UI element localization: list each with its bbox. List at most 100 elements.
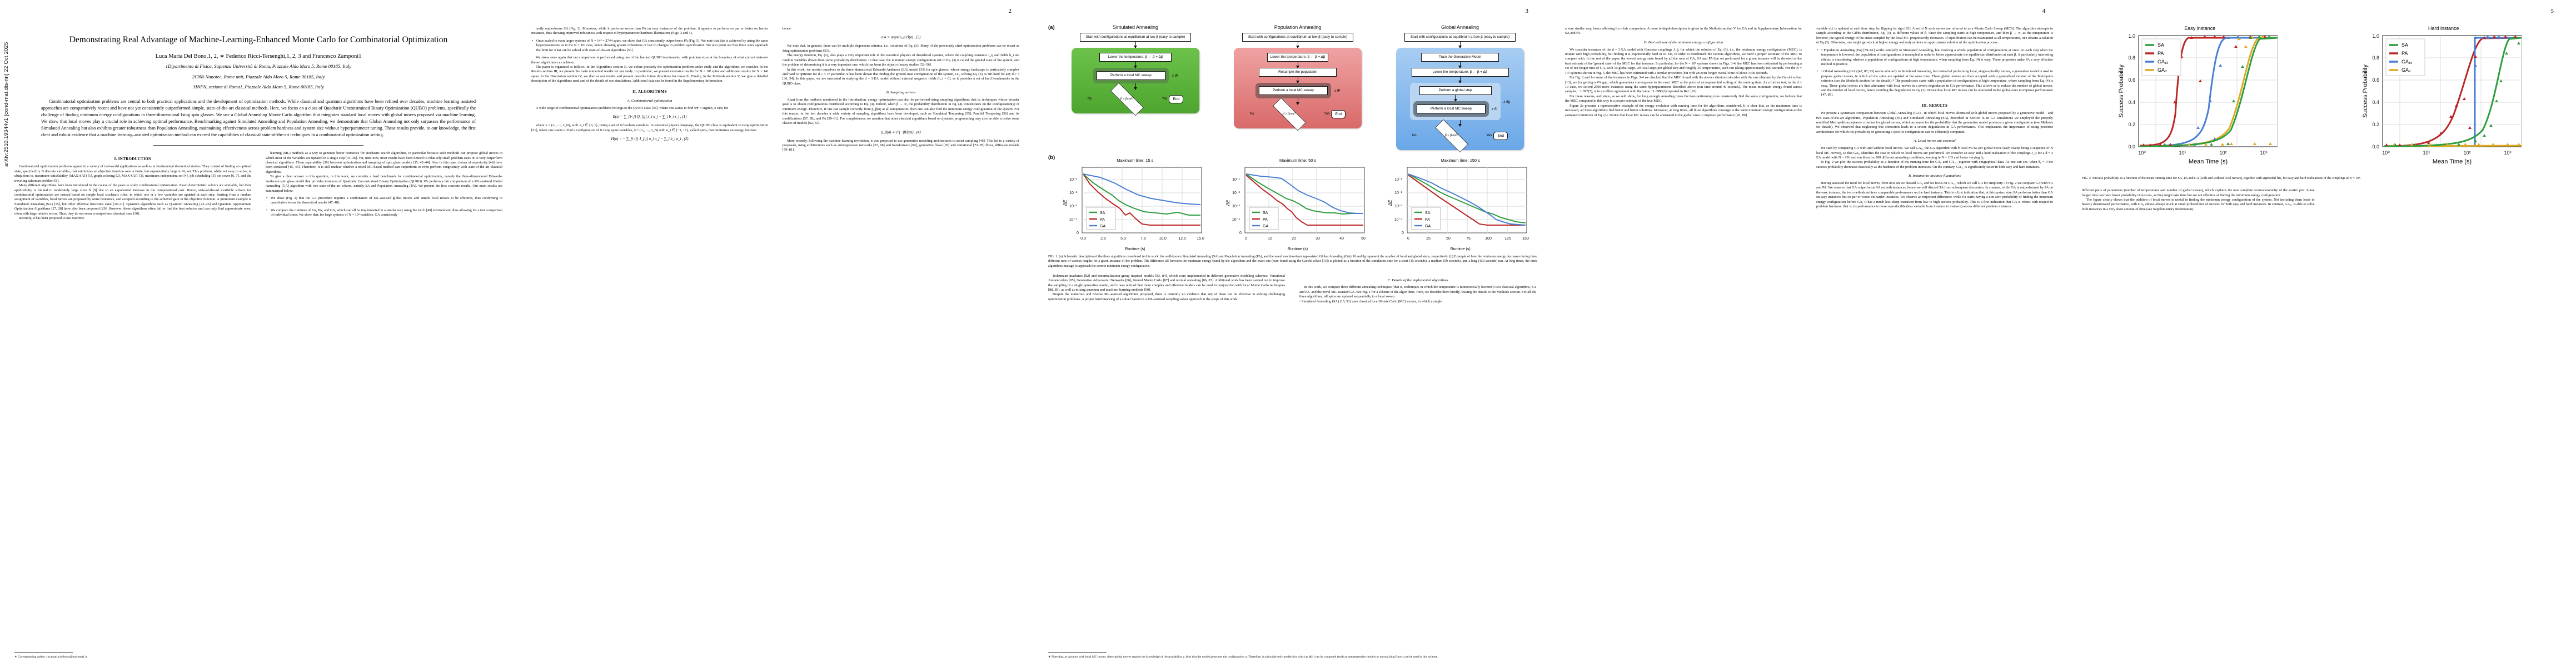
list-item: • Population Annealing (PA) [59–61] work… xyxy=(1817,48,2053,67)
flow-decision: β ≥ βend? xyxy=(1418,119,1485,153)
figure-1-caption: FIG. 1. (a) Schematic description of the… xyxy=(1048,255,1537,268)
flow-inner-loop: Perform a local MC sweep xyxy=(1093,68,1169,84)
paragraph: We present a systematic comparison betwe… xyxy=(1816,111,2053,134)
flowchart-population-annealing: Population Annealing Start with configur… xyxy=(1220,24,1375,131)
column-left: Boltzmann machines [82] and renormalizat… xyxy=(1048,274,1285,304)
flow-step-box: Lower the temperature: β ← β + Δβ xyxy=(1411,68,1509,77)
svg-text:10.0: 10.0 xyxy=(1159,237,1167,241)
paragraph: where x = (x₁, ···, x_N), with x_i ∈ {0,… xyxy=(531,123,768,132)
svg-text:10⁻¹: 10⁻¹ xyxy=(1394,178,1402,182)
svg-text:150: 150 xyxy=(1523,237,1529,241)
subsection-heading-details: C. Details of the implemented algorithms xyxy=(1387,278,1448,282)
plot-title: Easy instance xyxy=(2184,26,2216,31)
svg-text:0: 0 xyxy=(1077,231,1079,235)
plot-title: Maximum time: 150 s xyxy=(1441,158,1480,163)
svg-text:10⁻³: 10⁻³ xyxy=(1394,205,1402,208)
page-2: 2 tently outperforms SA (Fig. 2). Moreov… xyxy=(517,0,1034,667)
svg-text:GA: GA xyxy=(1425,225,1431,228)
svg-text:SA: SA xyxy=(1425,211,1431,215)
paragraph: different pairs of parameters (number of… xyxy=(2082,188,2315,197)
svg-text:10⁰: 10⁰ xyxy=(2382,150,2390,156)
svg-text:0.0: 0.0 xyxy=(2128,144,2135,150)
flow-decision-text: β ≥ βend? xyxy=(1444,134,1458,138)
svg-text:50: 50 xyxy=(1446,237,1451,241)
equation-1: E(x) = ∑_{i<j} Q_{ij} x_i x_j − ∑_i b_i … xyxy=(612,115,687,120)
paragraph: variable σ_i is updated at each time ste… xyxy=(1816,27,2053,45)
svg-text:75: 75 xyxy=(1466,237,1471,241)
flow-outer-loop-multiplier: x θg xyxy=(1503,99,1511,104)
subsection-heading-sampling-solvers: B. Sampling solvers xyxy=(886,91,916,95)
svg-text:125: 125 xyxy=(1505,237,1512,241)
section-heading-algorithms: II. ALGORITHMS xyxy=(632,89,667,94)
svg-text:0.8: 0.8 xyxy=(2372,55,2379,61)
svg-text:SA: SA xyxy=(2401,42,2408,48)
column-right: learning (ML) methods as a way to genera… xyxy=(266,151,502,221)
plot-xlabel: Runtime (s) xyxy=(1287,247,1308,252)
page-3: 3 (a) Simulated Annealing Start with con… xyxy=(1034,0,1551,667)
affiliation-2: 2CNR-Nanotec, Rome unit, Piazzale Aldo M… xyxy=(192,73,325,79)
svg-text:10⁻⁴: 10⁻⁴ xyxy=(1069,218,1078,222)
list-item: We show (Fig. 2) that the GA procedure r… xyxy=(266,196,502,206)
svg-text:SA: SA xyxy=(1100,211,1105,215)
paragraph: The figure clearly shows that the additi… xyxy=(2082,198,2315,211)
paragraph-lead: hence xyxy=(783,27,791,31)
footnote-text: ∗ Note that, at variance with local MC m… xyxy=(1048,655,1438,659)
column-right: variable σ_i is updated at each time ste… xyxy=(1816,27,2053,209)
flow-end-box: End xyxy=(1169,94,1184,103)
body-columns-p3: Boltzmann machines [82] and renormalizat… xyxy=(1048,274,1536,304)
flow-arrow xyxy=(1134,83,1138,91)
column-right: hence σ∗ = argmin_σ H(σ) . (3) We note t… xyxy=(783,27,1019,153)
flowchart-simulated-annealing: Simulated Annealing Start with configura… xyxy=(1058,24,1213,116)
figure-2-plot-row: Easy instance xyxy=(2082,26,2562,173)
plot-title: Maximum time: 15 s xyxy=(1117,158,1154,163)
svg-text:10⁻³: 10⁻³ xyxy=(1232,205,1240,208)
svg-text:10²: 10² xyxy=(2463,150,2470,156)
paragraph: Having assessed the need for local moves… xyxy=(1816,181,2053,209)
svg-text:ΔE: ΔE xyxy=(1388,200,1393,206)
flowchart-global-annealing: Global Annealing Start with configuratio… xyxy=(1383,24,1537,153)
paragraph: The paper is organized as follows. In th… xyxy=(531,64,768,83)
flow-decision-text: β ≥ βend? xyxy=(1120,97,1134,101)
equation-4: p_β(σ) ∝ e^{−βH(σ)} , (4) xyxy=(881,130,921,135)
subsection-heading-local-moves: A. Local moves are essential xyxy=(1914,139,1956,143)
svg-text:PA: PA xyxy=(1263,218,1268,222)
svg-text:PA: PA xyxy=(2158,51,2164,56)
subsection-heading-comb-opt: A. Combinatorial optimization xyxy=(627,98,672,103)
column-left: tently outperforms SA (Fig. 2). Moreover… xyxy=(531,27,768,153)
svg-text:10⁻¹: 10⁻¹ xyxy=(1069,178,1077,182)
flow-arrow xyxy=(1458,77,1462,84)
flow-branch-yes: Yes xyxy=(1324,112,1330,116)
svg-text:1.0: 1.0 xyxy=(2372,33,2379,39)
svg-text:20: 20 xyxy=(1292,237,1296,241)
flow-loop-multiplier: x θl xyxy=(1172,73,1178,78)
flow-step-box: Perform a local MC sweep xyxy=(1258,86,1328,96)
page-4: 4 a very similar way, hence allowing for… xyxy=(1551,0,2067,667)
paragraph: A wide range of combinatorial optimizati… xyxy=(536,106,729,110)
flow-decision: β ≥ βend? xyxy=(1256,97,1323,131)
plot-ylabel-text: Success Probability xyxy=(2362,64,2369,118)
svg-text:0.4: 0.4 xyxy=(2372,99,2379,105)
paragraph: To give a clear answer to this question,… xyxy=(266,175,502,193)
svg-text:PA: PA xyxy=(1425,218,1430,222)
svg-text:10⁻²: 10⁻² xyxy=(1232,191,1240,195)
paragraph: Figure 2a presents a representative exam… xyxy=(1565,103,1802,117)
equation-3: σ∗ = argmin_σ H(σ) . (3) xyxy=(881,36,921,40)
decay-plot-150s: Maximum time: 150 s xyxy=(1383,158,1537,251)
svg-text:15.0: 15.0 xyxy=(1197,237,1204,241)
svg-text:0.6: 0.6 xyxy=(2128,77,2135,83)
abstract-rule xyxy=(153,145,363,146)
svg-text:12.5: 12.5 xyxy=(1178,237,1186,241)
list-item: Once scaled to even larger systems of N … xyxy=(532,39,768,53)
paragraph: We stress once again that our comparison… xyxy=(531,56,768,64)
column-left: I. INTRODUCTION Combinatorial optimizati… xyxy=(14,151,251,659)
flow-step-box: Resample the population xyxy=(1259,68,1337,77)
flowchart-title: Population Annealing xyxy=(1274,24,1322,30)
body-columns-p4: a very similar way, hence allowing for a… xyxy=(1565,27,2053,209)
paragraph: a very similar way, hence allowing for a… xyxy=(1565,27,1802,36)
svg-text:10²: 10² xyxy=(2219,150,2226,156)
svg-text:10⁻²: 10⁻² xyxy=(1394,191,1402,195)
flow-step-box: Perform a local MC sweep xyxy=(1096,71,1165,81)
flow-branch-yes: Yes xyxy=(1486,134,1492,138)
svg-text:GA₁₅: GA₁₅ xyxy=(2401,59,2413,64)
footnote-block: ∗ Corresponding author: lucamaria.delbon… xyxy=(14,649,243,659)
